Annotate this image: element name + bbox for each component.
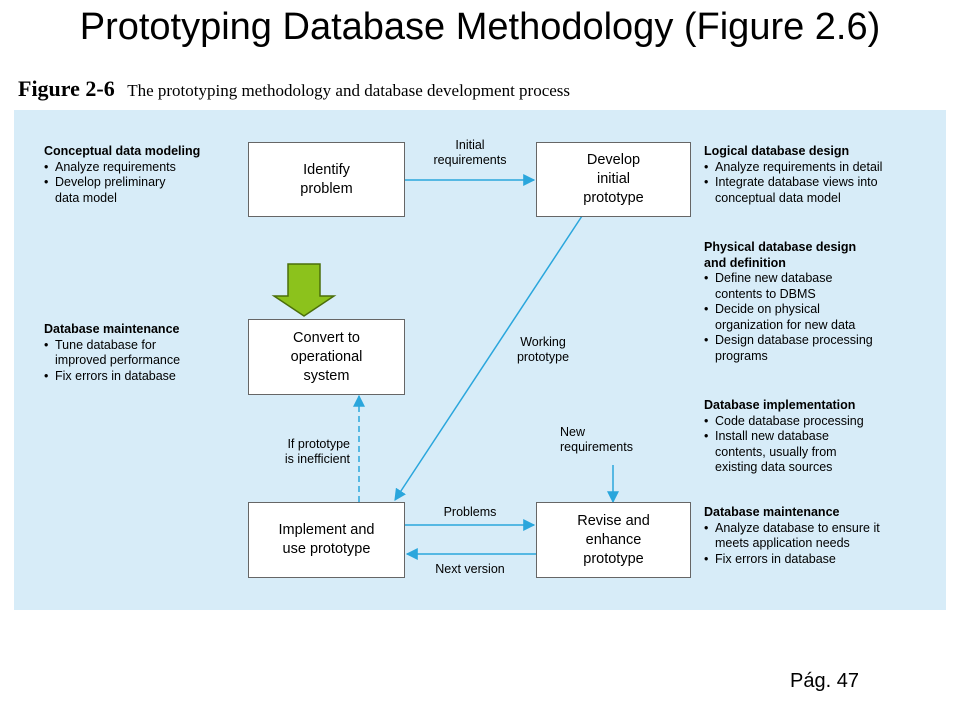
slide-title: Prototyping Database Methodology (Figure… (79, 6, 881, 48)
notes-heading: Database implementation (704, 398, 856, 412)
notes-item: Fix errors in database (704, 552, 940, 568)
label-new-requirements: New requirements (560, 425, 633, 454)
notes-heading: Database maintenance (704, 505, 840, 519)
notes-item: Install new database contents, usually f… (704, 429, 940, 476)
notes-maintenance-left: Database maintenance Tune database for i… (44, 322, 244, 384)
implement-prototype-box: Implement and use prototype (248, 502, 405, 578)
revise-prototype-box: Revise and enhance prototype (536, 502, 691, 578)
notes-heading: Logical database design (704, 144, 850, 158)
notes-item: Develop preliminary data model (44, 175, 244, 206)
label-if-inefficient: If prototype is inefficient (284, 437, 350, 466)
notes-item: Define new database contents to DBMS (704, 271, 940, 302)
notes-item: Design database processing programs (704, 333, 940, 364)
figure-caption: Figure 2-6 The prototyping methodology a… (18, 76, 570, 102)
notes-item: Decide on physical organization for new … (704, 302, 940, 333)
figure-caption-text: The prototyping methodology and database… (127, 81, 571, 100)
label-next-version: Next version (435, 562, 505, 576)
notes-item: Analyze requirements in detail (704, 160, 940, 176)
figure-number: Figure 2-6 (18, 76, 115, 101)
notes-heading: Physical database design and definition (704, 240, 857, 270)
convert-system-box: Convert to operational system (248, 319, 405, 395)
label-initial-requirements: Initial requirements (433, 138, 507, 167)
notes-maintenance-right: Database maintenance Analyze database to… (704, 505, 940, 567)
notes-item: Analyze database to ensure it meets appl… (704, 521, 940, 552)
notes-conceptual-modeling: Conceptual data modeling Analyze require… (44, 144, 244, 206)
notes-physical-design: Physical database design and definition … (704, 240, 940, 364)
notes-item: Code database processing (704, 414, 940, 430)
page-number: Pág. 47 (790, 670, 859, 692)
notes-item: Tune database for improved performance (44, 338, 244, 369)
notes-implementation: Database implementation Code database pr… (704, 398, 940, 476)
notes-item: Fix errors in database (44, 369, 244, 385)
notes-item: Analyze requirements (44, 160, 244, 176)
notes-heading: Database maintenance (44, 322, 180, 336)
label-problems: Problems (443, 505, 497, 519)
identify-problem-box: Identify problem (248, 142, 405, 217)
notes-heading: Conceptual data modeling (44, 144, 201, 158)
develop-prototype-box: Develop initial prototype (536, 142, 691, 217)
notes-item: Integrate database views into conceptual… (704, 175, 940, 206)
label-working-prototype: Working prototype (516, 335, 570, 364)
notes-logical-design: Logical database design Analyze requirem… (704, 144, 940, 206)
